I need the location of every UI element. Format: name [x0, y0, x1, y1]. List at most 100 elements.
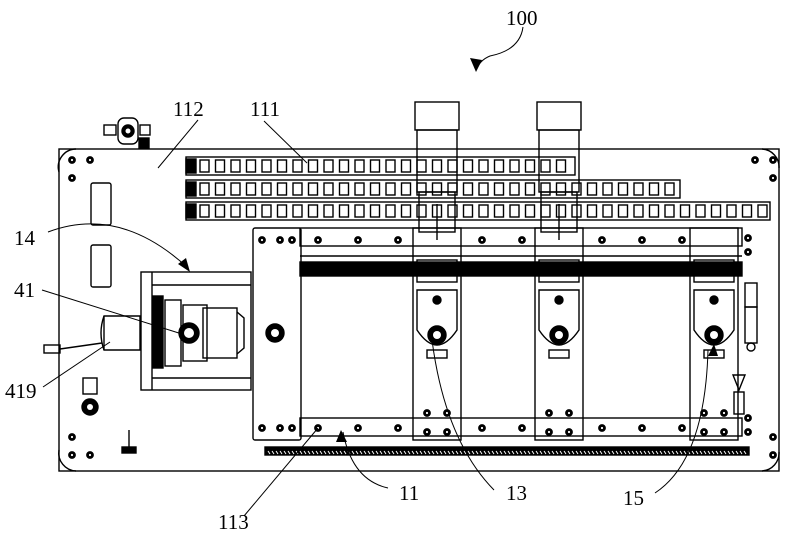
rack-tooth — [535, 450, 539, 455]
chain-link — [292, 159, 303, 173]
chain-link — [199, 204, 210, 218]
rack-tooth — [427, 450, 431, 455]
slide-modules — [412, 101, 739, 441]
rack-tooth — [519, 450, 523, 455]
pivot — [554, 295, 564, 305]
rack-tooth — [423, 450, 427, 455]
rack-tooth — [291, 450, 295, 455]
rack-tooth — [559, 450, 563, 455]
rack-tooth — [483, 450, 487, 455]
chain-link — [354, 204, 365, 218]
rack-tooth — [615, 450, 619, 455]
chain-link — [307, 182, 319, 196]
rack-tooth — [279, 450, 283, 455]
bolt-center — [680, 238, 684, 242]
rack-tooth — [571, 450, 575, 455]
leader-113 — [243, 427, 319, 517]
chain-link — [416, 204, 427, 218]
belt — [299, 261, 743, 277]
chain-link — [214, 182, 226, 196]
bolt-center — [600, 426, 604, 430]
chain-link — [276, 182, 288, 196]
chain-link — [633, 204, 644, 218]
bolt-center — [70, 176, 74, 180]
chain-link — [354, 159, 365, 173]
bolt-center — [771, 435, 775, 439]
carriage-plate — [252, 227, 302, 441]
rack-teeth — [267, 450, 747, 455]
rack-tooth — [551, 450, 555, 455]
chain-link — [230, 204, 241, 218]
rack-tooth — [643, 450, 647, 455]
rack-tooth — [683, 450, 687, 455]
chain-link — [292, 204, 303, 218]
rack-tooth — [675, 450, 679, 455]
bolt-center — [278, 426, 282, 430]
chain-link — [633, 182, 644, 196]
chain-link — [385, 204, 396, 218]
leader-112 — [157, 119, 199, 169]
pivot — [709, 295, 719, 305]
rack-tooth — [611, 450, 615, 455]
chain-link — [493, 204, 505, 218]
leader-11 — [342, 431, 389, 489]
rack-tooth — [667, 450, 671, 455]
rack-tooth — [391, 450, 395, 455]
label-113: 113 — [218, 510, 249, 534]
chain-link — [741, 204, 753, 218]
chain-link — [602, 182, 613, 196]
rack-tooth — [631, 450, 635, 455]
rack-tooth — [335, 450, 339, 455]
chain-link — [447, 204, 458, 218]
bolt-center — [640, 426, 644, 430]
chain-link — [400, 204, 412, 218]
chain-link — [323, 159, 334, 173]
label-419: 419 — [5, 379, 37, 403]
bolt-center — [290, 426, 294, 430]
chain-link — [586, 204, 598, 218]
chain-link — [493, 182, 505, 196]
rack-tooth — [659, 450, 663, 455]
corner-foot — [57, 148, 77, 173]
bolt-center — [260, 238, 264, 242]
rack-tooth — [415, 450, 419, 455]
chain-link — [555, 204, 567, 218]
bracket-foot — [426, 349, 448, 359]
rack-tooth — [499, 450, 503, 455]
bolts — [68, 156, 777, 459]
chain-link — [462, 159, 474, 173]
rack-tooth — [583, 450, 587, 455]
right-sensor — [744, 282, 758, 352]
chain-link — [369, 182, 381, 196]
chain-end — [185, 158, 197, 174]
bolt-center — [88, 158, 92, 162]
chain-link — [540, 159, 551, 173]
rack-tooth — [723, 450, 727, 455]
rack-tooth — [699, 450, 703, 455]
bolt-center — [260, 426, 264, 430]
label-13: 13 — [506, 481, 527, 505]
bolt-center — [70, 453, 74, 457]
rack-tooth — [527, 450, 531, 455]
rack-tooth — [311, 450, 315, 455]
bolt-center — [600, 238, 604, 242]
chain-link — [369, 204, 381, 218]
bolt-center — [702, 430, 706, 434]
bracket-foot — [548, 349, 570, 359]
bracket — [416, 289, 458, 346]
leader-13 — [431, 339, 495, 491]
rack-tooth — [703, 450, 707, 455]
rack-tooth — [679, 450, 683, 455]
rack-tooth — [435, 450, 439, 455]
rack-tooth — [303, 450, 307, 455]
chain-link — [555, 182, 567, 196]
chain-link — [369, 159, 381, 173]
rack-tooth — [555, 450, 559, 455]
rack-tooth — [727, 450, 731, 455]
cable-chain-row — [185, 201, 771, 221]
chain-link — [462, 182, 474, 196]
chain-end — [185, 203, 197, 219]
rack-tooth — [563, 450, 567, 455]
rack-tooth — [647, 450, 651, 455]
cable-chains — [185, 156, 771, 221]
